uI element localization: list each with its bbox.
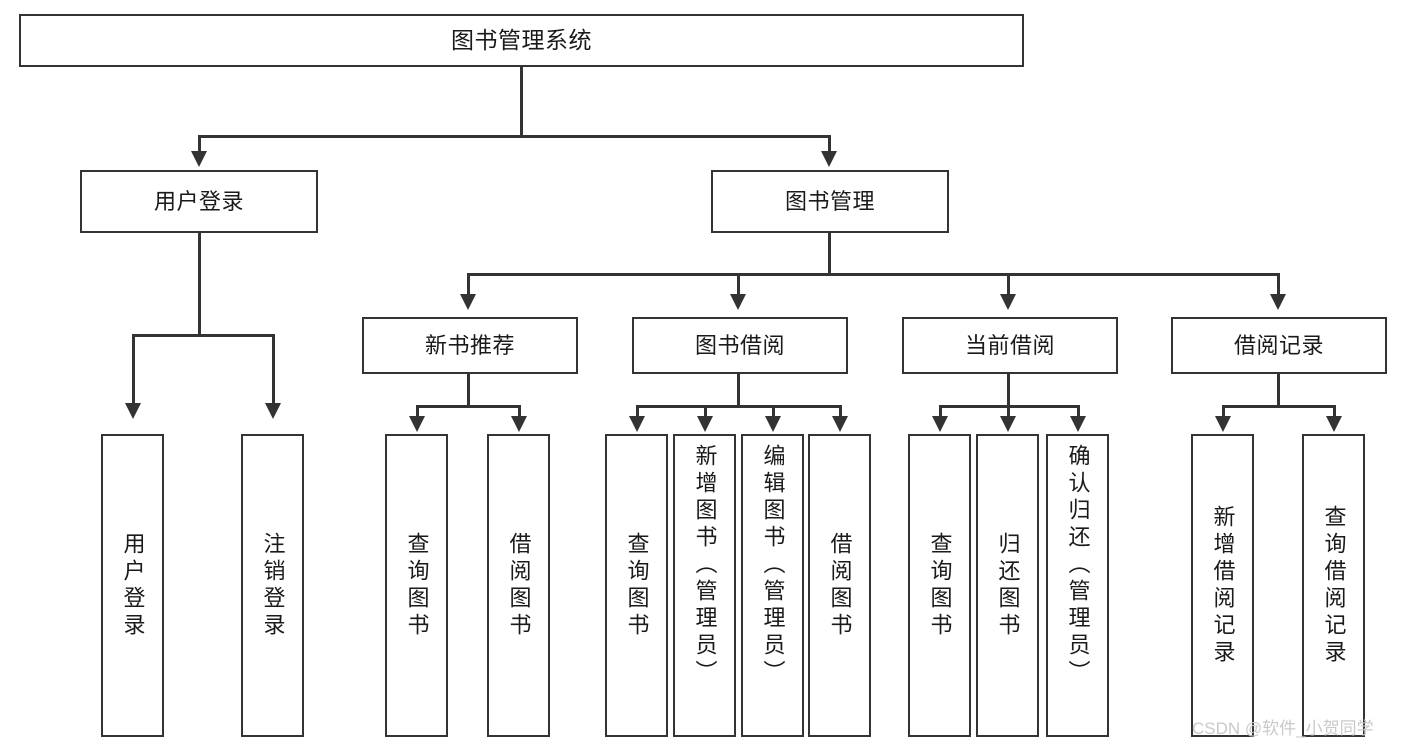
edge-drop-current-borrow: [1007, 273, 1010, 297]
edge-drop-b-book-b: [839, 405, 842, 419]
leaf-confirm-return[interactable]: 确认归还（管理员）: [1046, 434, 1109, 737]
arrow-user-login: [191, 151, 207, 167]
leaf-query-book-b[interactable]: 查询图书: [605, 434, 668, 737]
node-book-borrow-label: 图书借阅: [694, 332, 785, 358]
leaf-borrow-book-a[interactable]: 借阅图书: [487, 434, 550, 737]
edge-drop-q-book-c: [939, 405, 942, 419]
leaf-query-book-b-label: 查询图书: [624, 531, 650, 640]
edge-drop-query-record: [1333, 405, 1336, 419]
edge-drop-confirm-return: [1077, 405, 1080, 419]
arrow-leaf-logout: [265, 403, 281, 419]
leaf-return-book[interactable]: 归还图书: [976, 434, 1039, 737]
edge-new-book-rec-stem: [467, 374, 470, 407]
edge-borrow-record-stem: [1277, 374, 1280, 407]
edge-current-borrow-stem: [1007, 374, 1010, 407]
leaf-query-record-label: 查询借阅记录: [1321, 504, 1347, 667]
arrow-q-book-b: [629, 416, 645, 432]
leaf-logout-label: 注销登录: [260, 531, 286, 640]
node-borrow-record[interactable]: 借阅记录: [1171, 317, 1387, 374]
edge-drop-book-manage: [828, 135, 831, 155]
node-new-book-rec[interactable]: 新书推荐: [362, 317, 578, 374]
leaf-add-record-label: 新增借阅记录: [1210, 504, 1236, 667]
edge-drop-new-book-rec: [467, 273, 470, 297]
edge-user-login-bus: [133, 334, 275, 337]
edge-book-manage-stem: [828, 233, 831, 275]
node-borrow-record-label: 借阅记录: [1233, 332, 1324, 358]
node-new-book-rec-label: 新书推荐: [424, 332, 515, 358]
leaf-return-book-label: 归还图书: [995, 531, 1021, 640]
arrow-edit-book: [765, 416, 781, 432]
leaf-add-book-label: 新增图书（管理员）: [692, 444, 718, 687]
leaf-query-book-c-label: 查询图书: [927, 531, 953, 640]
edge-drop-book-borrow: [737, 273, 740, 297]
edge-drop-q-book-b: [636, 405, 639, 419]
arrow-add-book: [697, 416, 713, 432]
arrow-b-book-b: [832, 416, 848, 432]
node-root-label: 图书管理系统: [451, 27, 592, 54]
leaf-confirm-return-label: 确认归还（管理员）: [1065, 444, 1091, 687]
edge-new-book-rec-bus: [417, 405, 520, 408]
edge-root-stem: [520, 67, 523, 137]
edge-drop-edit-book: [772, 405, 775, 419]
edge-drop-leaf-logout: [272, 334, 275, 406]
arrow-b-book-a: [511, 416, 527, 432]
arrow-new-book-rec: [460, 294, 476, 310]
edge-drop-user-login: [198, 135, 201, 155]
edge-book-borrow-stem: [737, 374, 740, 407]
node-current-borrow-label: 当前借阅: [964, 332, 1055, 358]
leaf-borrow-book-b-label: 借阅图书: [827, 531, 853, 640]
leaf-user-login-label: 用户登录: [120, 531, 146, 640]
edge-borrow-record-bus: [1223, 405, 1335, 408]
node-user-login[interactable]: 用户登录: [80, 170, 318, 233]
leaf-edit-book-label: 编辑图书（管理员）: [760, 444, 786, 687]
node-book-manage-label: 图书管理: [784, 188, 875, 214]
arrow-confirm-return: [1070, 416, 1086, 432]
node-current-borrow[interactable]: 当前借阅: [902, 317, 1118, 374]
leaf-borrow-book-a-label: 借阅图书: [506, 531, 532, 640]
leaf-add-record[interactable]: 新增借阅记录: [1191, 434, 1254, 737]
node-book-borrow[interactable]: 图书借阅: [632, 317, 848, 374]
node-user-login-label: 用户登录: [153, 188, 244, 214]
edge-drop-leaf-user-login: [132, 334, 135, 406]
edge-drop-b-book-a: [518, 405, 521, 419]
arrow-q-book-a: [409, 416, 425, 432]
edge-drop-add-book: [704, 405, 707, 419]
leaf-user-login[interactable]: 用户登录: [101, 434, 164, 737]
edge-drop-add-record: [1222, 405, 1225, 419]
arrow-return-book: [1000, 416, 1016, 432]
edge-current-borrow-bus: [940, 405, 1080, 408]
arrow-book-manage: [821, 151, 837, 167]
leaf-logout[interactable]: 注销登录: [241, 434, 304, 737]
leaf-edit-book[interactable]: 编辑图书（管理员）: [741, 434, 804, 737]
arrow-leaf-user-login: [125, 403, 141, 419]
leaf-borrow-book-b[interactable]: 借阅图书: [808, 434, 871, 737]
edge-drop-q-book-a: [416, 405, 419, 419]
arrow-q-book-c: [932, 416, 948, 432]
leaf-query-book-a-label: 查询图书: [404, 531, 430, 640]
node-book-manage[interactable]: 图书管理: [711, 170, 949, 233]
edge-user-login-stem: [198, 233, 201, 336]
leaf-query-book-a[interactable]: 查询图书: [385, 434, 448, 737]
leaf-add-book[interactable]: 新增图书（管理员）: [673, 434, 736, 737]
edge-book-borrow-bus: [637, 405, 841, 408]
arrow-borrow-record: [1270, 294, 1286, 310]
edge-book-manage-bus: [468, 273, 1280, 276]
node-root[interactable]: 图书管理系统: [19, 14, 1024, 67]
arrow-book-borrow: [730, 294, 746, 310]
arrow-query-record: [1326, 416, 1342, 432]
arrow-current-borrow: [1000, 294, 1016, 310]
leaf-query-record[interactable]: 查询借阅记录: [1302, 434, 1365, 737]
leaf-query-book-c[interactable]: 查询图书: [908, 434, 971, 737]
edge-root-bus: [198, 135, 831, 138]
edge-drop-borrow-record: [1277, 273, 1280, 297]
edge-drop-return-book: [1007, 405, 1010, 419]
arrow-add-record: [1215, 416, 1231, 432]
